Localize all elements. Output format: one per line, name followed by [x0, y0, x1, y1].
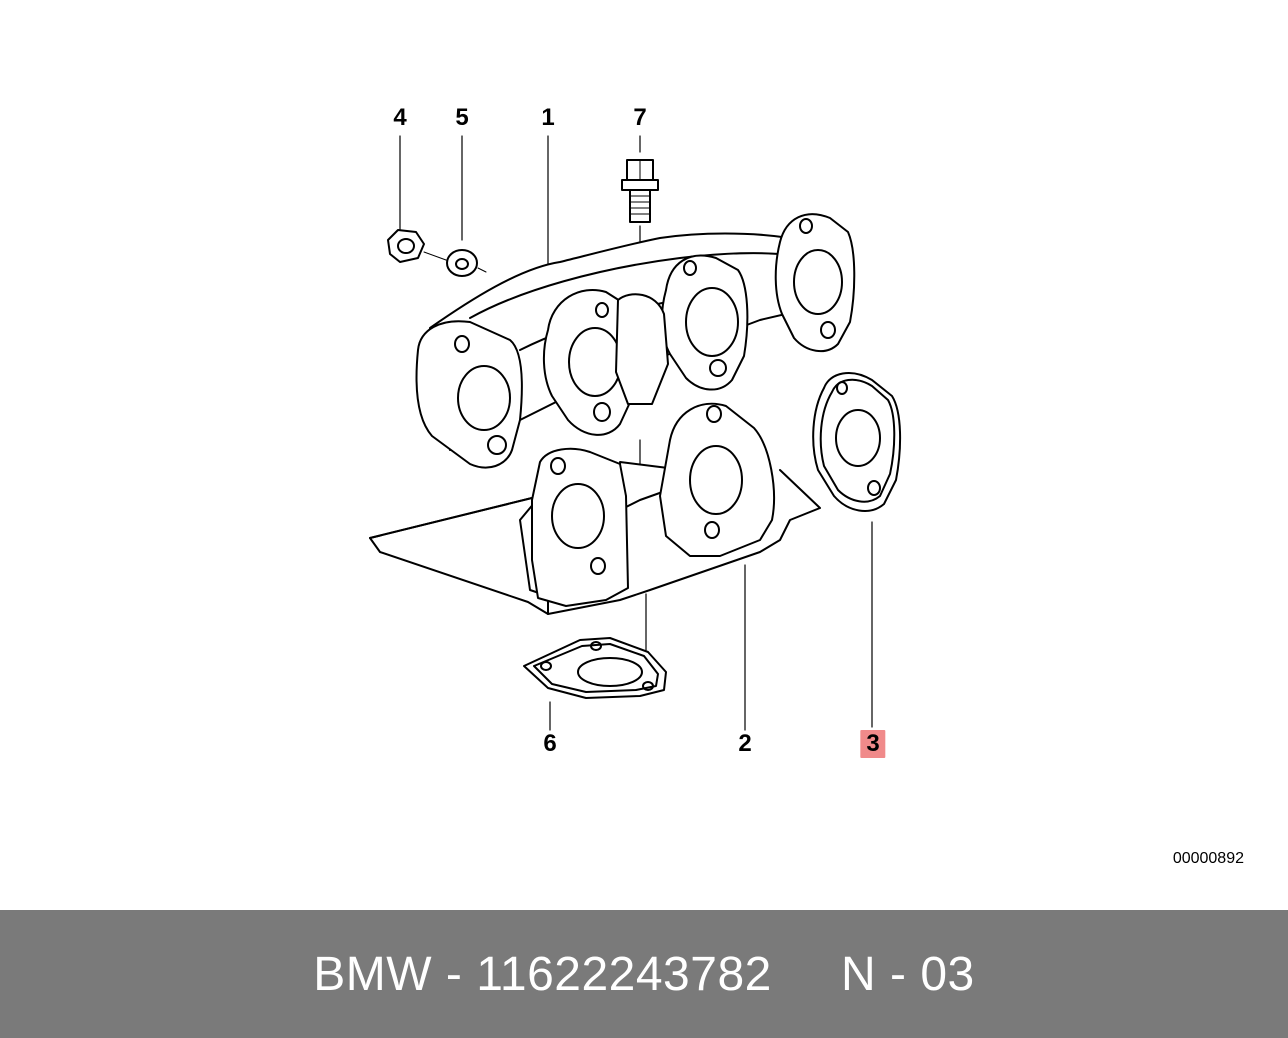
footer-part-number-text: BMW - 11622243782 N - 03 [313, 947, 975, 1001]
small-gasket-part [523, 637, 667, 699]
bolt-part [621, 159, 659, 223]
callout-4: 4 [393, 104, 407, 131]
exhaust-manifold-drawing [369, 135, 902, 731]
manifold-part [415, 213, 856, 469]
heat-shield-part [369, 402, 821, 615]
callout-2: 2 [738, 730, 752, 757]
callout-7: 7 [633, 104, 647, 131]
gasket-part-highlighted [812, 372, 902, 512]
callout-3-highlighted: 3 [860, 730, 886, 758]
part-number-footer: BMW - 11622243782 N - 03 [0, 910, 1288, 1038]
nut-part [387, 229, 425, 263]
washer-part [446, 249, 478, 277]
callout-5: 5 [455, 104, 469, 131]
leader-lines [399, 135, 873, 731]
drawing-number: 00000892 [1172, 850, 1244, 867]
callout-6: 6 [543, 730, 557, 757]
callout-1: 1 [541, 104, 555, 131]
parts-diagram: 4 5 1 7 6 2 3 00000892 [369, 104, 1244, 867]
